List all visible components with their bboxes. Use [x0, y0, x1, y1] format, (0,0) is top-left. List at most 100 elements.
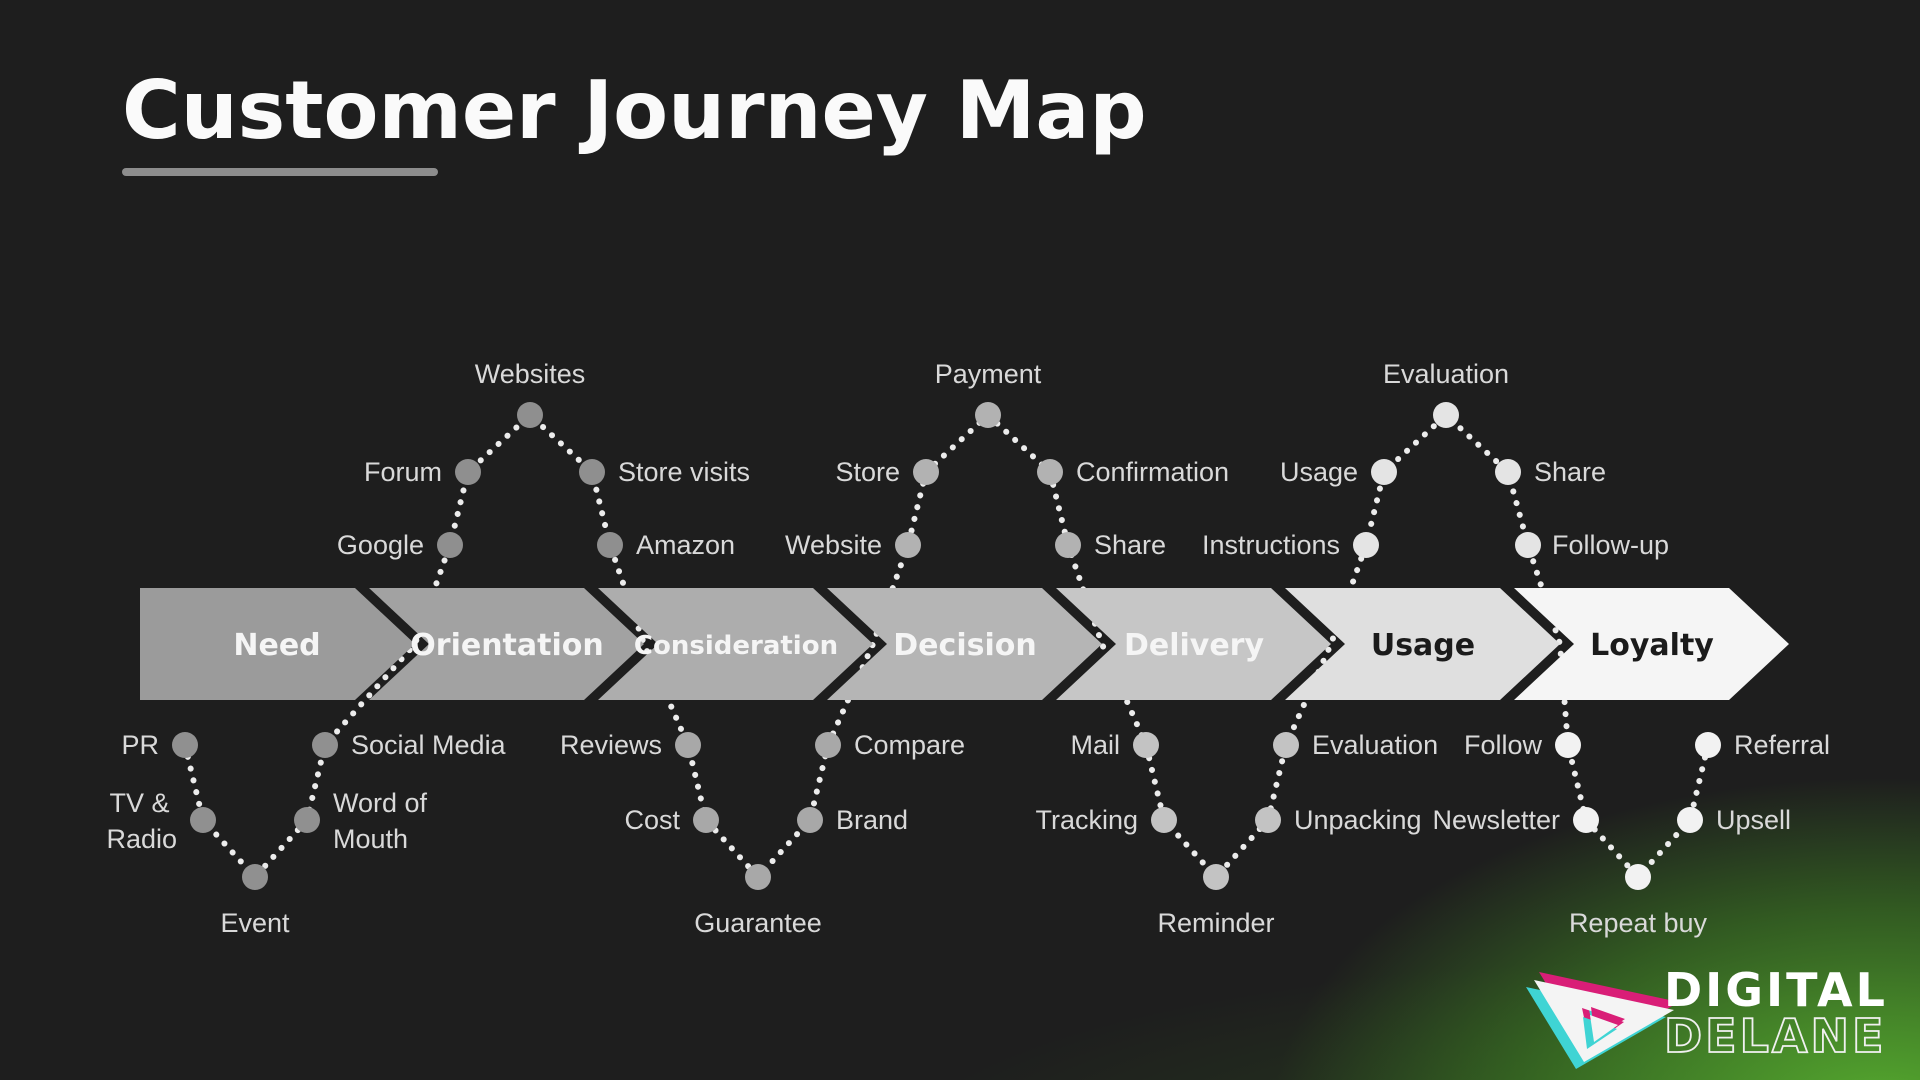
touchpoint-label-store-visits: Store visits	[618, 457, 750, 487]
touchpoint-node-usage	[1371, 459, 1397, 485]
touchpoint-label-websites: Websites	[475, 359, 586, 389]
touchpoint-label-reviews: Reviews	[560, 730, 662, 760]
touchpoint-node-follow	[1555, 732, 1581, 758]
logo-icon-inner-white	[1590, 1015, 1618, 1042]
touchpoint-node-reviews	[675, 732, 701, 758]
touchpoint-node-mail	[1133, 732, 1159, 758]
touchpoint-node-forum	[455, 459, 481, 485]
touchpoint-label-upsell: Upsell	[1716, 805, 1791, 835]
brand-name-line1: DIGITAL	[1664, 963, 1888, 1017]
touchpoint-group-arc-usage: Instructions Usage Evaluation Share Foll…	[1202, 359, 1669, 560]
touchpoint-node-social-media	[312, 732, 338, 758]
stage-chevron-need	[140, 588, 415, 700]
touchpoint-node-payment	[975, 402, 1001, 428]
touchpoint-label-cost: Cost	[624, 805, 680, 835]
touchpoint-label-tv-radio-line2: Radio	[106, 824, 177, 854]
touchpoint-node-unpacking	[1255, 807, 1281, 833]
stage-chevron-usage	[1285, 588, 1560, 700]
stage-label-delivery: Delivery	[1124, 628, 1265, 663]
touchpoint-node-repeat-buy	[1625, 864, 1651, 890]
touchpoint-node-websites	[517, 402, 543, 428]
touchpoint-label-store: Store	[835, 457, 900, 487]
touchpoint-group-valley-need: PR TV & Radio Event Word of Mouth Social…	[106, 730, 506, 938]
touchpoint-label-usage: Usage	[1280, 457, 1358, 487]
touchpoint-node-amazon	[597, 532, 623, 558]
brand-name-line2: DELANE	[1664, 1009, 1886, 1063]
touchpoint-label-brand: Brand	[836, 805, 908, 835]
touchpoint-node-confirmation	[1037, 459, 1063, 485]
touchpoint-node-google	[437, 532, 463, 558]
brand-logo-icon	[1526, 972, 1679, 1069]
touchpoint-label-unpacking: Unpacking	[1294, 805, 1422, 835]
touchpoint-node-pr	[172, 732, 198, 758]
stage-label-need: Need	[233, 628, 320, 663]
touchpoint-label-word-of-mouth-line1: Word of	[333, 788, 428, 818]
touchpoint-node-instructions	[1353, 532, 1379, 558]
stage-chevron-delivery	[1056, 588, 1331, 700]
touchpoint-node-store-visits	[579, 459, 605, 485]
touchpoint-node-evaluation-usage	[1433, 402, 1459, 428]
page-title: Customer Journey Map	[122, 64, 1147, 157]
touchpoint-node-tracking	[1151, 807, 1177, 833]
stage-label-decision: Decision	[893, 628, 1036, 663]
stage-chevron-consideration	[598, 588, 873, 700]
stage-label-consideration: Consideration	[634, 631, 838, 661]
touchpoint-node-event	[242, 864, 268, 890]
touchpoint-label-amazon: Amazon	[636, 530, 735, 560]
touchpoint-label-event: Event	[220, 908, 290, 938]
touchpoint-label-follow: Follow	[1464, 730, 1543, 760]
touchpoint-node-newsletter	[1573, 807, 1599, 833]
touchpoint-node-word-of-mouth	[294, 807, 320, 833]
touchpoint-group-valley-delivery: Mail Tracking Reminder Unpacking Evaluat…	[1035, 730, 1438, 938]
touchpoint-label-follow-up: Follow-up	[1552, 530, 1669, 560]
touchpoint-node-share-decision	[1055, 532, 1081, 558]
touchpoint-label-tv-radio: TV & Radio	[106, 788, 177, 854]
touchpoint-label-tracking: Tracking	[1035, 805, 1138, 835]
touchpoint-node-website	[895, 532, 921, 558]
touchpoint-node-guarantee	[745, 864, 771, 890]
touchpoint-node-share-usage	[1495, 459, 1521, 485]
touchpoint-label-forum: Forum	[364, 457, 442, 487]
touchpoint-label-share-usage: Share	[1534, 457, 1606, 487]
touchpoint-label-mail: Mail	[1070, 730, 1120, 760]
touchpoint-label-evaluation-delivery: Evaluation	[1312, 730, 1438, 760]
stage-label-usage: Usage	[1371, 628, 1475, 663]
touchpoint-label-word-of-mouth: Word of Mouth	[333, 788, 435, 854]
touchpoint-label-compare: Compare	[854, 730, 965, 760]
touchpoint-label-newsletter: Newsletter	[1432, 805, 1560, 835]
touchpoint-group-valley-loyalty: Follow Newsletter Repeat buy Upsell Refe…	[1432, 730, 1830, 938]
touchpoint-node-tv-radio	[190, 807, 216, 833]
touchpoint-label-referral: Referral	[1734, 730, 1830, 760]
touchpoint-node-referral	[1695, 732, 1721, 758]
touchpoint-label-social-media: Social Media	[351, 730, 507, 760]
touchpoint-label-confirmation: Confirmation	[1076, 457, 1229, 487]
touchpoint-label-google: Google	[337, 530, 424, 560]
touchpoint-node-store	[913, 459, 939, 485]
touchpoint-label-instructions: Instructions	[1202, 530, 1340, 560]
touchpoint-label-payment: Payment	[935, 359, 1042, 389]
touchpoint-node-upsell	[1677, 807, 1703, 833]
stage-band: Need Orientation Consideration Decision …	[140, 588, 1789, 700]
stage-chevron-loyalty	[1514, 588, 1789, 700]
stage-chevron-orientation	[369, 588, 644, 700]
stage-chevron-decision	[827, 588, 1102, 700]
touchpoint-node-reminder	[1203, 864, 1229, 890]
touchpoint-group-arc-decision: Website Store Payment Confirmation Share	[785, 359, 1229, 560]
title-underline	[122, 168, 438, 176]
touchpoint-label-tv-radio-line1: TV &	[109, 788, 169, 818]
touchpoint-label-word-of-mouth-line2: Mouth	[333, 824, 408, 854]
touchpoint-node-evaluation-delivery	[1273, 732, 1299, 758]
touchpoint-label-share-decision: Share	[1094, 530, 1166, 560]
touchpoint-group-valley-consideration: Reviews Cost Guarantee Brand Compare	[560, 730, 965, 938]
touchpoint-node-cost	[693, 807, 719, 833]
touchpoint-label-reminder: Reminder	[1157, 908, 1274, 938]
touchpoint-node-compare	[815, 732, 841, 758]
brand-logo: DIGITAL DELANE	[1526, 963, 1888, 1069]
touchpoint-label-repeat-buy: Repeat buy	[1569, 908, 1708, 938]
touchpoint-node-follow-up	[1515, 532, 1541, 558]
stage-label-orientation: Orientation	[410, 628, 603, 663]
touchpoint-label-guarantee: Guarantee	[694, 908, 822, 938]
touchpoint-group-arc-orientation: Google Forum Websites Store visits Amazo…	[337, 359, 750, 560]
